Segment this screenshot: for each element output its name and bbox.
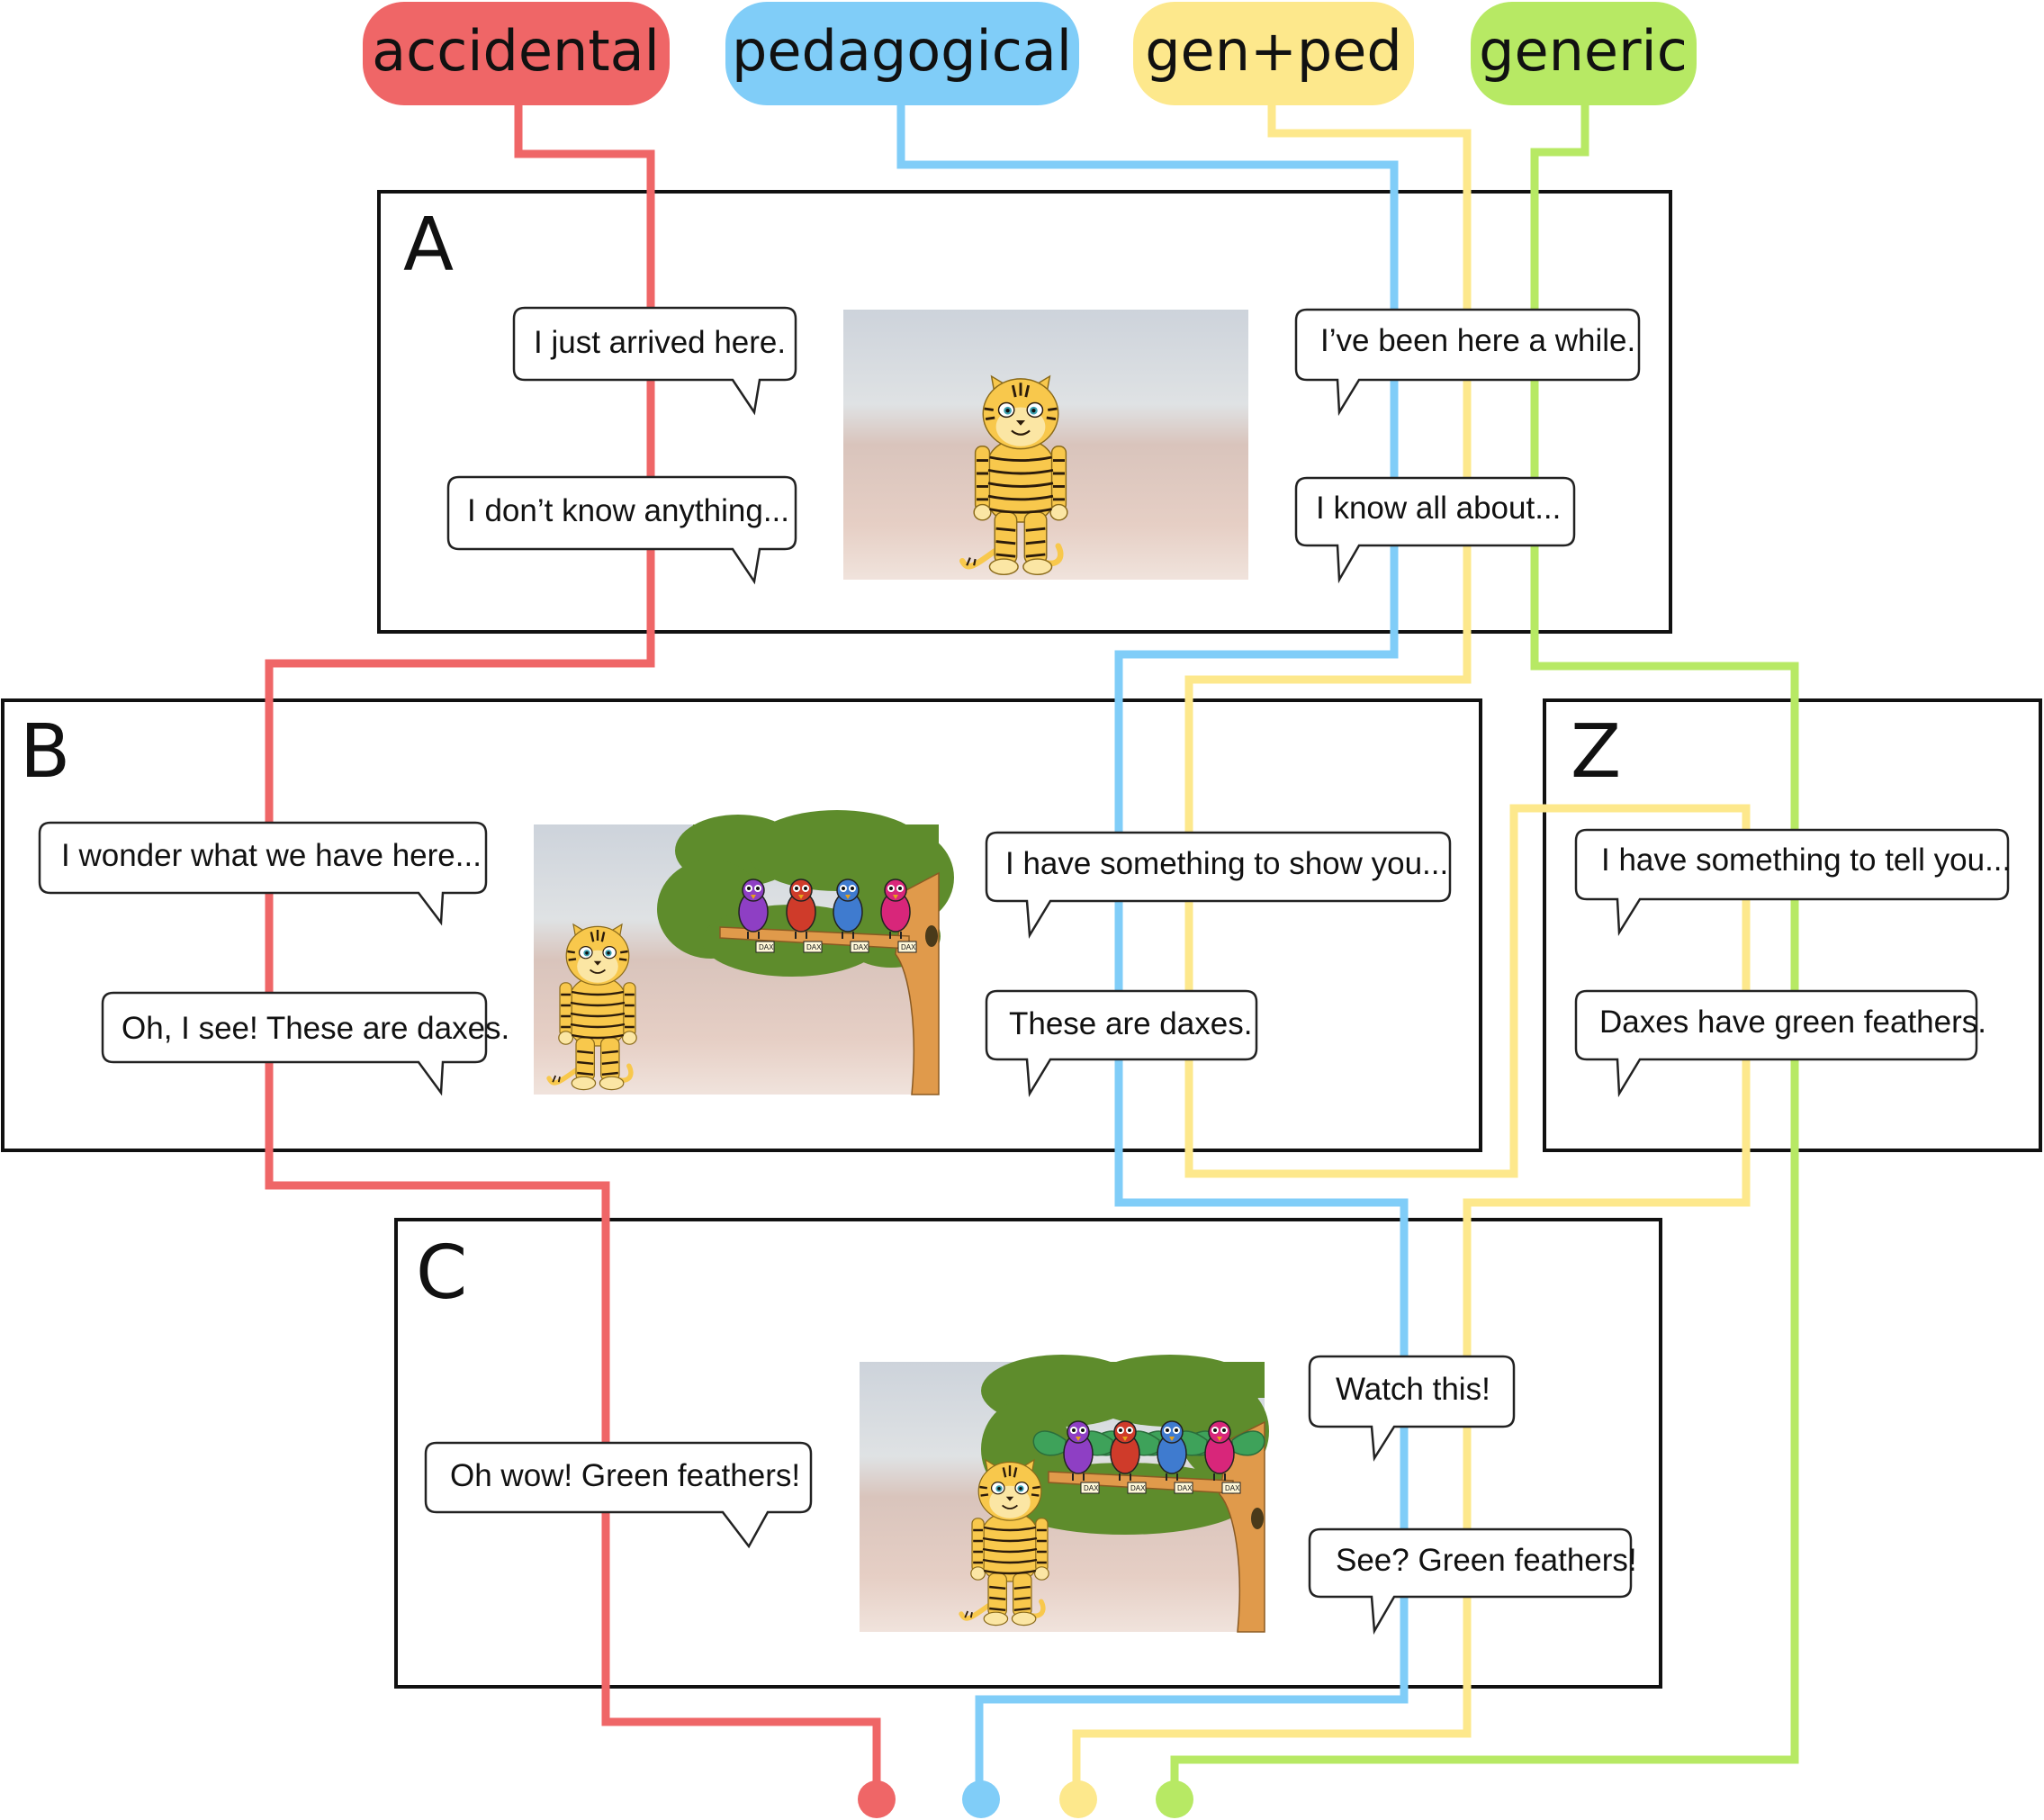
svg-text:Daxes have green feathers.: Daxes have green feathers. — [1599, 1005, 1986, 1040]
panel-a-frame — [377, 190, 1672, 634]
condition-pill-generic: generic — [1471, 2, 1697, 105]
svg-text:I just arrived here.: I just arrived here. — [534, 325, 786, 360]
dax-tags: DAX DAX DAX DAX — [755, 941, 917, 953]
speech-bubble: See? Green feathers! — [1308, 1527, 1637, 1635]
condition-pill-accidental: accidental — [363, 2, 670, 105]
svg-text:See? Green feathers!: See? Green feathers! — [1336, 1543, 1637, 1578]
condition-label: generic — [1479, 18, 1688, 84]
speech-bubble: I’ve been here a while. — [1294, 308, 1641, 417]
panel-b-letter: B — [20, 709, 70, 795]
speech-bubble: I have something to show you... — [985, 831, 1452, 939]
svg-text:DAX: DAX — [806, 943, 822, 951]
svg-text:I’ve been here a while.: I’ve been here a while. — [1320, 323, 1635, 358]
speech-bubble: Daxes have green feathers. — [1574, 989, 1986, 1098]
condition-paths — [265, 105, 1799, 1791]
svg-text:DAX: DAX — [1130, 1484, 1146, 1492]
tree-trunk — [1219, 1420, 1265, 1633]
svg-text:DAX: DAX — [759, 943, 774, 951]
condition-label: pedagogical — [732, 18, 1072, 84]
svg-text:Oh, I see! These are daxes.: Oh, I see! These are daxes. — [122, 1011, 509, 1046]
scene-b-image: DAX DAX DAX DAX — [534, 810, 954, 1095]
svg-text:Watch this!: Watch this! — [1336, 1372, 1490, 1407]
svg-text:I don’t know anything...: I don’t know anything... — [467, 493, 789, 528]
speech-bubble: I wonder what we have here... — [38, 821, 488, 926]
speech-bubble: I know all about... — [1294, 476, 1576, 584]
svg-text:DAX: DAX — [1225, 1484, 1240, 1492]
speech-bubble: I have something to tell you... — [1574, 828, 2011, 937]
panel-b-frame — [1, 698, 1482, 1152]
svg-text:DAX: DAX — [1177, 1484, 1193, 1492]
path-generic — [1170, 105, 1799, 1791]
endpoint-genped — [1059, 1780, 1097, 1818]
svg-text:Oh wow! Green feathers!: Oh wow! Green feathers! — [450, 1458, 800, 1493]
scene-a-image — [843, 310, 1248, 580]
speech-bubble: Oh wow! Green feathers! — [424, 1441, 813, 1549]
panel-c-letter: C — [416, 1230, 467, 1316]
endpoint-generic — [1156, 1780, 1193, 1818]
condition-label: gen+ped — [1145, 18, 1402, 84]
svg-text:DAX: DAX — [1084, 1484, 1099, 1492]
svg-text:DAX: DAX — [853, 943, 869, 951]
speech-bubble: I don’t know anything... — [446, 475, 797, 585]
condition-pill-pedagogical: pedagogical — [725, 2, 1079, 105]
condition-label: accidental — [372, 18, 660, 84]
path-genped — [1072, 105, 1751, 1791]
path-accidental — [265, 105, 881, 1791]
speech-bubble: These are daxes. — [985, 989, 1258, 1097]
svg-text:These are daxes.: These are daxes. — [1009, 1006, 1252, 1041]
speech-bubble: I just arrived here. — [512, 306, 797, 416]
panel-z-letter: Z — [1571, 709, 1621, 795]
endpoint-pedagogical — [962, 1780, 1000, 1818]
svg-text:I have something to show you..: I have something to show you... — [1005, 846, 1448, 881]
speech-bubbles: I just arrived here. I don’t know anythi… — [38, 306, 2011, 1635]
speech-bubble: Watch this! — [1308, 1355, 1516, 1462]
condition-pill-genped: gen+ped — [1133, 2, 1414, 105]
scene-c-image: DAX DAX DAX DAX — [860, 1355, 1269, 1633]
dax-tags: DAX DAX DAX DAX — [1080, 1482, 1241, 1494]
endpoint-accidental — [858, 1780, 896, 1818]
panel-c-frame — [394, 1218, 1662, 1689]
svg-text:I know all about...: I know all about... — [1316, 491, 1561, 526]
path-pedagogical — [896, 105, 1409, 1791]
panel-a-letter: A — [403, 203, 454, 288]
svg-text:I wonder what we have here...: I wonder what we have here... — [61, 838, 482, 873]
speech-bubble: Oh, I see! These are daxes. — [101, 991, 509, 1096]
svg-text:I have something to tell you..: I have something to tell you... — [1601, 842, 2011, 878]
svg-text:DAX: DAX — [901, 943, 916, 951]
